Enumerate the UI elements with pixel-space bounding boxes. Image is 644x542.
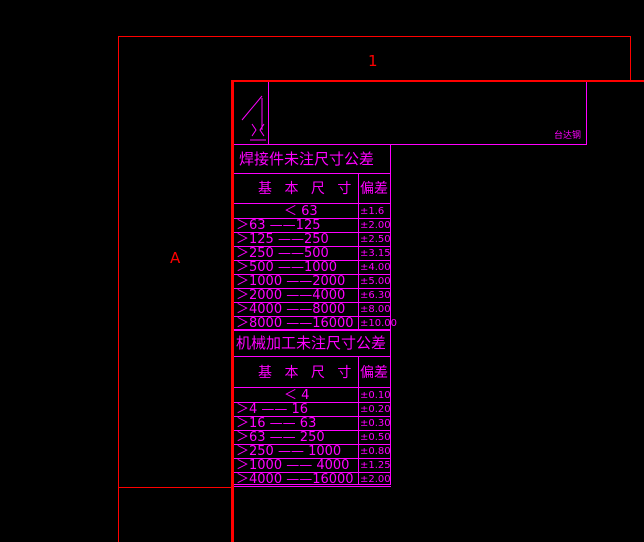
weld-row-line [234,302,391,303]
machining-header-right: 偏差 [360,365,388,381]
weld-row-tolerance: ±1.6 [360,206,385,217]
machining-row-tolerance: ±0.10 [360,390,391,401]
machining-table-box [234,330,391,485]
weld-row-line [234,218,391,219]
weld-row-tolerance: ±10.00 [360,318,398,329]
company-tag: 台达钢 [554,131,582,141]
weld-row-range: ＞250 ——500 [236,246,329,261]
weld-row-range: ＞125 ——250 [236,232,329,247]
machining-row-tolerance: ±2.00 [360,474,391,485]
weld-row-tolerance: ±6.30 [360,290,391,301]
machining-col-divider [358,357,359,484]
weld-row-range: ＜ 63 [284,204,318,219]
weld-row-range: ＞1000 ——2000 [236,274,346,289]
weld-header-right: 偏差 [360,181,388,197]
machining-title-line [234,356,391,357]
weld-table-title: 焊接件未注尺寸公差 [239,150,375,168]
weld-row-line [234,316,391,317]
weld-row-line [234,288,391,289]
title-block-box [234,82,587,145]
machining-row-range: ＞4000 ——16000 [236,472,354,487]
weld-row-line [234,260,391,261]
weld-title-line [234,173,391,174]
machining-row-line [234,430,391,431]
weld-table-box [234,145,391,329]
weld-row-tolerance: ±3.15 [360,248,391,259]
machining-row-tolerance: ±0.50 [360,432,391,443]
weld-row-tolerance: ±2.00 [360,220,391,231]
machining-row-range: ＞63 —— 250 [236,430,325,445]
frame-bottom-left [118,487,231,488]
weld-row-line [234,274,391,275]
machining-row-range: ＜ 4 [284,388,310,403]
machining-row-tolerance: ±0.80 [360,446,391,457]
machining-row-line [234,444,391,445]
weld-col-divider [358,174,359,329]
machining-row-range: ＞250 —— 1000 [236,444,342,459]
weld-row-range: ＞63 ——125 [236,218,321,233]
frame-outer-right [630,36,631,80]
machining-header-line [234,387,391,388]
weld-row-tolerance: ±5.00 [360,276,391,287]
machining-row-range: ＞1000 —— 4000 [236,458,350,473]
machining-header-left: 基 本 尺 寸 [258,365,352,381]
weld-header-left: 基 本 尺 寸 [258,181,352,197]
machining-row-tolerance: ±0.30 [360,418,391,429]
machining-row-range: ＞16 —— 63 [236,416,317,431]
frame-outer-left [118,36,119,542]
weld-row-range: ＞8000 ——16000 [236,316,354,331]
frame-outer-top [118,36,631,37]
weld-row-range: ＞4000 ——8000 [236,302,346,317]
machining-row-range: ＞4 —— 16 [236,402,309,417]
weld-row-line [234,232,391,233]
weld-row-tolerance: ±4.00 [360,262,391,273]
machining-row-line [234,486,391,487]
machining-row-tolerance: ±1.25 [360,460,391,471]
machining-row-line [234,402,391,403]
weld-row-range: ＞500 ——1000 [236,260,338,275]
weld-symbol-icon [241,95,266,141]
weld-row-line [234,246,391,247]
machining-table-title: 机械加工未注尺寸公差 [236,334,387,352]
frame-inner-top [231,80,644,82]
frame-inner-left [231,80,234,542]
weld-row-tolerance: ±2.50 [360,234,391,245]
machining-row-line [234,416,391,417]
weld-bottom-line [234,329,391,330]
weld-row-range: ＞2000 ——4000 [236,288,346,303]
weld-row-tolerance: ±8.00 [360,304,391,315]
title-block-divider [268,82,269,145]
machining-row-tolerance: ±0.20 [360,404,391,415]
machining-row-line [234,472,391,473]
weld-row-line [234,330,391,331]
machining-row-line [234,458,391,459]
weld-header-line [234,203,391,204]
label-left: A [170,249,181,267]
label-top: 1 [368,52,378,70]
